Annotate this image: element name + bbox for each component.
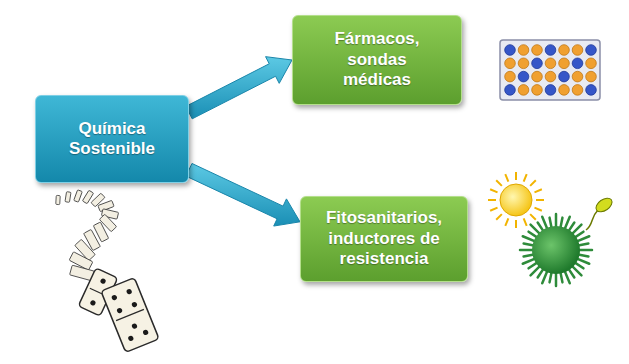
well	[505, 71, 516, 82]
domino	[65, 192, 71, 203]
well	[545, 45, 556, 56]
well	[532, 45, 543, 56]
domino	[74, 190, 83, 202]
target-box: Fitosanitarios, inductores de resistenci…	[300, 196, 468, 282]
well	[545, 58, 556, 69]
domino	[56, 195, 61, 204]
domino-pip	[100, 278, 107, 285]
well	[532, 71, 543, 82]
cell-spikes	[520, 214, 592, 286]
domino-pip	[126, 288, 133, 295]
sun-ray	[524, 218, 527, 225]
box-label: Fármacos, sondas médicas	[317, 29, 437, 90]
domino-pip	[111, 294, 118, 301]
target-box: Fármacos, sondas médicas	[292, 15, 462, 105]
domino-pip	[131, 301, 138, 308]
sun-ray	[524, 174, 527, 181]
well	[532, 85, 543, 96]
sun-ray	[505, 218, 508, 225]
wells	[505, 45, 597, 95]
well	[505, 45, 516, 56]
well	[586, 71, 597, 82]
bacterium-flagellum	[586, 210, 598, 230]
well	[532, 58, 543, 69]
domino-pip	[142, 329, 149, 336]
well	[586, 58, 597, 69]
box-label: Química Sostenible	[47, 119, 177, 160]
domino-chain	[56, 190, 159, 353]
sun-ray	[490, 189, 497, 192]
well	[586, 85, 597, 96]
well	[559, 58, 570, 69]
box-label: Fitosanitarios, inductores de resistenci…	[314, 208, 454, 269]
well	[559, 45, 570, 56]
sun-ray	[515, 172, 517, 180]
domino-large	[101, 278, 159, 353]
sun-ray	[536, 199, 544, 201]
sun-ray	[530, 214, 536, 220]
sun-ray	[496, 180, 502, 186]
sun	[500, 184, 532, 216]
domino-pip	[116, 307, 123, 314]
well	[518, 45, 529, 56]
sun-ray	[490, 208, 497, 211]
well	[559, 85, 570, 96]
sun-rays	[488, 172, 544, 228]
well-plate	[500, 40, 600, 100]
well	[572, 58, 583, 69]
well	[518, 71, 529, 82]
well	[505, 85, 516, 96]
domino-face	[101, 278, 159, 353]
well	[559, 71, 570, 82]
well	[505, 58, 516, 69]
sun-ray	[515, 220, 517, 228]
well	[572, 45, 583, 56]
domino-pip	[89, 299, 96, 306]
well	[518, 85, 529, 96]
domino-pip	[131, 323, 138, 330]
source-box: Química Sostenible	[35, 95, 189, 183]
block-arrow	[186, 163, 300, 226]
block-arrow	[186, 57, 292, 119]
well	[545, 85, 556, 96]
sun-ray	[534, 189, 541, 192]
well	[586, 45, 597, 56]
well	[545, 71, 556, 82]
well	[518, 58, 529, 69]
sun-ray	[530, 180, 536, 186]
sun-ray	[496, 214, 502, 220]
microbe-cell	[532, 226, 580, 274]
domino-pip	[127, 335, 134, 342]
sun-ray	[534, 208, 541, 211]
bacterium	[593, 195, 614, 214]
well	[572, 71, 583, 82]
sun-ray	[505, 174, 508, 181]
well	[572, 85, 583, 96]
sun-ray	[488, 199, 496, 201]
